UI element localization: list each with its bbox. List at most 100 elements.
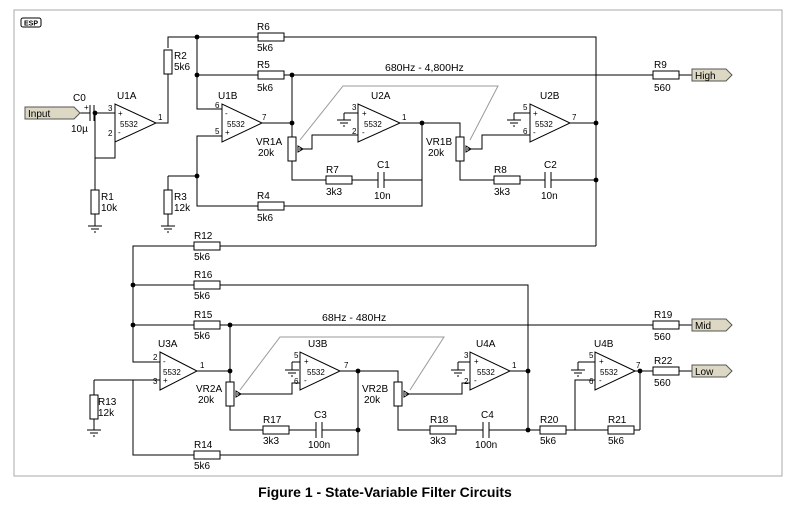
gang-link-vr1 [299,85,499,141]
svg-text:R20: R20 [540,415,559,426]
svg-text:5k6: 5k6 [257,213,274,224]
svg-text:5k6: 5k6 [257,83,274,94]
svg-text:2: 2 [352,127,357,136]
svg-text:1: 1 [200,361,205,370]
resistor-r20: R20 5k6 [539,415,567,447]
svg-text:R13: R13 [98,397,117,408]
svg-text:5k6: 5k6 [194,331,211,342]
svg-text:-: - [304,376,307,385]
gang-link-vr2 [239,336,445,391]
svg-text:3: 3 [108,104,113,113]
svg-text:3k3: 3k3 [494,187,511,198]
input-port: Input [24,106,81,120]
svg-text:12k: 12k [174,203,191,214]
svg-text:560: 560 [654,83,671,94]
resistor-r1: R1 10k [90,189,118,215]
svg-text:5: 5 [294,351,299,360]
svg-text:5532: 5532 [227,120,245,129]
svg-text:100n: 100n [308,440,330,451]
svg-text:-: - [474,376,477,385]
capacitor-c3: C3 100n [308,410,330,451]
svg-text:2: 2 [108,129,113,138]
resistor-r2: R2 5k6 [163,49,191,75]
svg-text:1: 1 [512,361,517,370]
svg-text:U3B: U3B [308,339,328,350]
capacitor-c4: C4 100n [475,410,497,451]
svg-text:100n: 100n [475,440,497,451]
resistor-r15: R15 5k6 [193,310,221,342]
svg-text:C1: C1 [377,160,390,171]
svg-text:R18: R18 [430,415,449,426]
svg-text:R22: R22 [654,356,673,367]
resistor-r4: R4 5k6 [257,191,285,224]
svg-text:3: 3 [464,351,469,360]
svg-text:5532: 5532 [364,120,382,129]
svg-text:VR2A: VR2A [196,384,222,395]
svg-text:5532: 5532 [600,368,618,377]
svg-text:C2: C2 [544,160,557,171]
svg-text:3k3: 3k3 [326,187,343,198]
svg-text:VR2B: VR2B [362,384,388,395]
svg-text:10µ: 10µ [71,124,88,135]
potentiometer-vr2a: VR2A 20k [196,381,242,407]
svg-text:5k6: 5k6 [194,252,211,263]
svg-text:+: + [362,109,367,118]
svg-text:VR1A: VR1A [256,137,282,148]
svg-text:R3: R3 [174,192,187,203]
high-output-port: High [691,68,733,82]
svg-text:-: - [533,128,536,137]
svg-text:Input: Input [28,109,50,120]
resistor-r8: R8 3k3 [493,165,521,198]
svg-text:6: 6 [294,377,299,386]
svg-text:5: 5 [523,103,528,112]
svg-text:10k: 10k [101,203,118,214]
resistor-r5: R5 5k6 [257,60,285,94]
svg-text:R19: R19 [654,310,673,321]
svg-text:R15: R15 [194,310,213,321]
svg-text:+: + [599,357,604,366]
svg-text:1: 1 [158,113,163,122]
svg-text:3k3: 3k3 [430,436,447,447]
svg-text:R5: R5 [257,60,270,71]
mid-output-port: Mid [691,318,733,332]
svg-text:2: 2 [153,353,158,362]
resistor-r14: R14 5k6 [193,440,221,472]
svg-text:R21: R21 [608,415,627,426]
resistor-r9: R9 560 [652,60,680,94]
svg-text:5k6: 5k6 [174,62,191,73]
svg-text:ESP: ESP [24,21,38,28]
svg-text:20k: 20k [258,148,275,159]
capacitor-c1: C1 10n [374,160,391,202]
svg-text:5k6: 5k6 [194,461,211,472]
esp-logo: ESP [20,17,42,28]
svg-text:R7: R7 [326,165,339,176]
svg-text:5532: 5532 [307,368,325,377]
resistor-r18: R18 3k3 [429,415,457,447]
svg-text:5532: 5532 [163,368,181,377]
resistor-r6: R6 5k6 [257,22,285,54]
resistor-r22: R22 560 [652,356,680,389]
svg-text:+: + [304,357,309,366]
svg-text:20k: 20k [198,395,215,406]
resistor-r3: R3 12k [163,189,191,215]
svg-text:6: 6 [523,127,528,136]
svg-text:560: 560 [654,378,671,389]
svg-text:7: 7 [262,113,267,122]
svg-text:+: + [533,109,538,118]
svg-text:5532: 5532 [477,368,495,377]
svg-text:5k6: 5k6 [257,43,274,54]
svg-text:3: 3 [153,377,158,386]
resistor-r19: R19 560 [652,310,680,343]
svg-text:6: 6 [589,377,594,386]
svg-text:5k6: 5k6 [540,436,557,447]
svg-text:-: - [599,376,602,385]
svg-text:560: 560 [654,332,671,343]
svg-text:5532: 5532 [120,120,138,129]
svg-text:U2B: U2B [540,91,560,102]
upper-band-label: 680Hz - 4,800Hz [385,62,464,74]
svg-text:7: 7 [636,361,641,370]
svg-text:R14: R14 [194,440,213,451]
svg-text:U4A: U4A [476,339,496,350]
lower-band-label: 68Hz - 480Hz [322,312,386,324]
svg-text:R9: R9 [654,60,667,71]
